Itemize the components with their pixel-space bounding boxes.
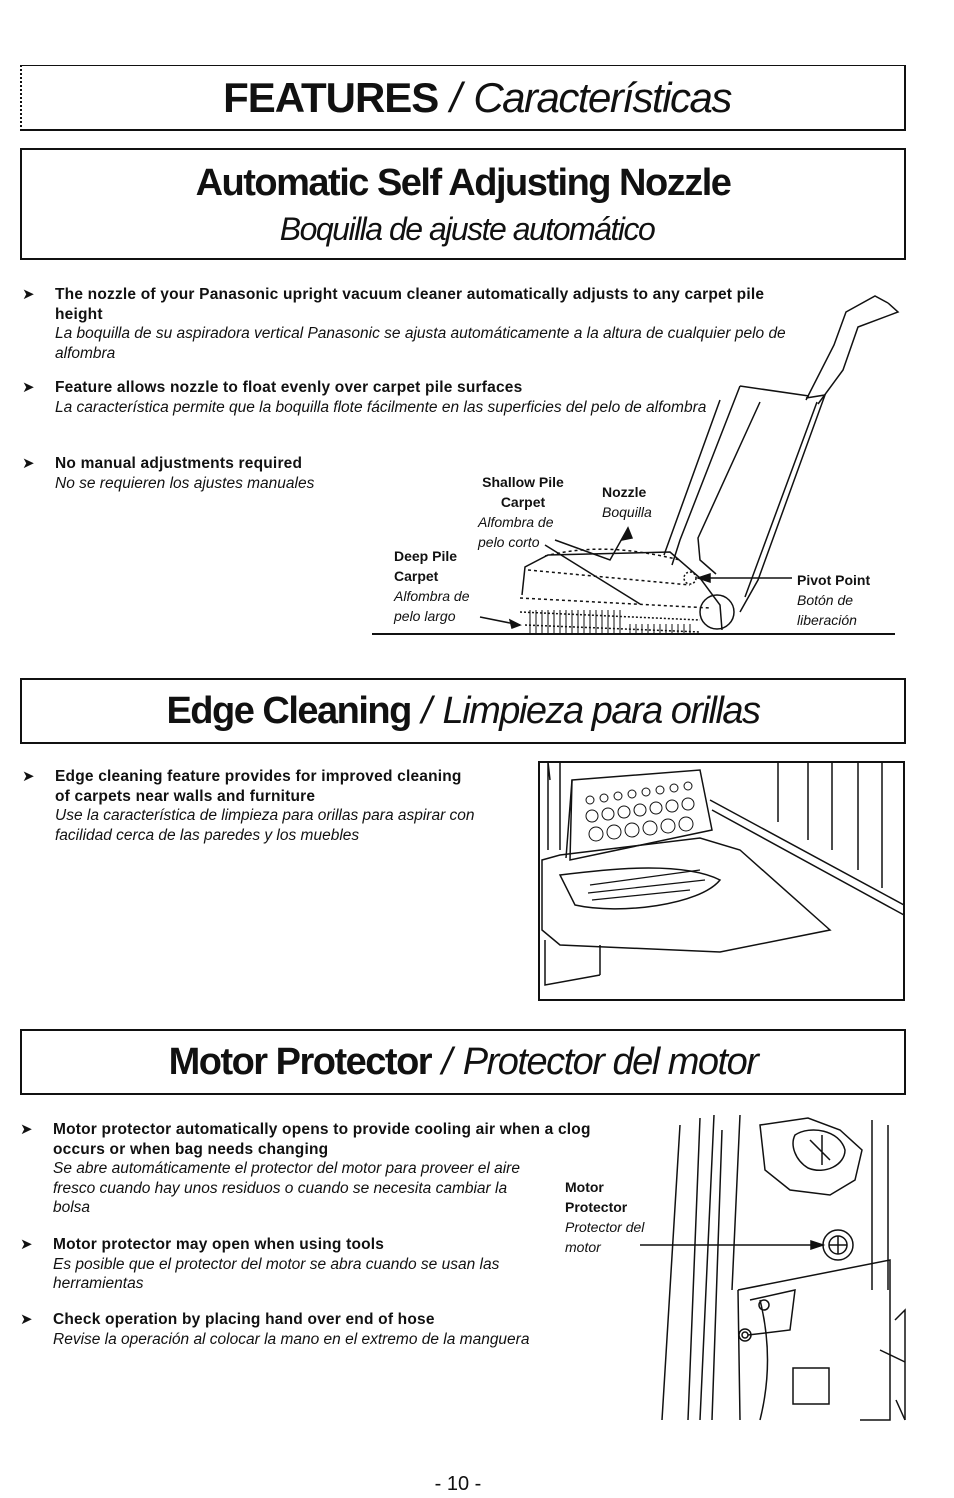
label-shallow-es: Alfombra de pelo corto xyxy=(478,514,554,550)
label-shallow-en: Shallow Pile Carpet xyxy=(482,474,564,510)
section2-title: Edge Cleaning / Limpieza para orillas xyxy=(0,686,926,736)
label-deep-en: Deep Pile Carpet xyxy=(394,548,458,584)
bullet-text-en: Feature allows nozzle to float evenly ov… xyxy=(55,379,523,396)
label-pivot-es: Botón de liberación xyxy=(797,592,857,628)
carpet-pile xyxy=(520,612,700,632)
bullet-text-en: No manual adjustments required xyxy=(55,455,303,472)
bullet-text-es: La boquilla de su aspiradora vertical Pa… xyxy=(55,325,786,362)
label-nozzle-es: Boquilla xyxy=(602,504,652,520)
bullet-arrow-icon: ➤ xyxy=(22,455,35,472)
title-separator: / xyxy=(421,690,432,732)
label-shallow-pile: Shallow Pile Carpet Alfombra de pelo cor… xyxy=(478,472,588,552)
bullet-text-en: Motor protector automatically opens to p… xyxy=(53,1121,591,1158)
label-motor-protector: Motor Protector Protector del motor xyxy=(565,1177,655,1257)
label-motor-es: Protector del motor xyxy=(565,1219,645,1255)
label-pivot-point: Pivot Point Botón de liberación xyxy=(797,570,907,630)
section2-bullet-1: ➤ Edge cleaning feature provides for imp… xyxy=(22,767,495,845)
bullet-arrow-icon: ➤ xyxy=(20,1311,33,1328)
section1-title-es: Boquilla de ajuste automático xyxy=(279,211,656,247)
section1-bullet-3: ➤ No manual adjustments required No se r… xyxy=(22,454,395,493)
bullet-arrow-icon: ➤ xyxy=(22,379,35,396)
label-nozzle-en: Nozzle xyxy=(602,484,647,500)
title-separator: / xyxy=(441,1041,453,1083)
label-pivot-en: Pivot Point xyxy=(797,572,871,588)
label-nozzle: Nozzle Boquilla xyxy=(602,482,652,522)
section1-title-en: Automatic Self Adjusting Nozzle xyxy=(195,162,732,204)
section3-title: Motor Protector / Protector del motor xyxy=(0,1037,926,1087)
bullet-text-en: Edge cleaning feature provides for impro… xyxy=(55,768,462,805)
bullet-text-en: Check operation by placing hand over end… xyxy=(53,1311,435,1328)
section3-bullet-3: ➤ Check operation by placing hand over e… xyxy=(20,1310,573,1349)
bullet-text-en: Motor protector may open when using tool… xyxy=(53,1236,385,1253)
page-title-es: Características xyxy=(473,74,732,121)
bullet-text-es: Se abre automáticamente el protector del… xyxy=(53,1160,520,1216)
page-title-en: FEATURES xyxy=(223,74,439,121)
page-title: FEATURES / Características xyxy=(0,70,954,126)
bullet-arrow-icon: ➤ xyxy=(22,768,35,785)
bullet-arrow-icon: ➤ xyxy=(22,286,35,303)
bullet-arrow-icon: ➤ xyxy=(20,1236,33,1253)
vacuum-body xyxy=(570,770,712,860)
section2-title-es: Limpieza para orillas xyxy=(442,690,762,732)
wheel xyxy=(700,595,734,629)
section3-bullet-1: ➤ Motor protector automatically opens to… xyxy=(20,1120,613,1218)
bullet-text-es: Es posible que el protector del motor se… xyxy=(53,1255,500,1293)
features-header xyxy=(20,65,906,131)
label-deep-es: Alfombra de pelo largo xyxy=(394,588,470,624)
bullet-text-es: La característica permite que la boquill… xyxy=(55,398,707,416)
section3-title-en: Motor Protector xyxy=(168,1041,433,1083)
bullet-text-es: Revise la operación al colocar la mano e… xyxy=(53,1330,530,1348)
section1-bullet-1: ➤ The nozzle of your Panasonic upright v… xyxy=(22,285,815,363)
title-separator: / xyxy=(449,74,462,121)
nozzle-head xyxy=(522,552,722,630)
section3-title-es: Protector del motor xyxy=(462,1041,759,1083)
bullet-arrow-icon: ➤ xyxy=(20,1121,33,1138)
section3-bullet-2: ➤ Motor protector may open when using to… xyxy=(20,1235,553,1294)
label-motor-en: Motor Protector xyxy=(565,1179,628,1215)
section3-heading-box xyxy=(20,1029,906,1095)
bullet-text-es: No se requieren los ajustes manuales xyxy=(55,474,315,492)
nozzle-head xyxy=(542,838,830,952)
label-deep-pile: Deep Pile Carpet Alfombra de pelo largo xyxy=(394,546,494,626)
section1-bullet-2: ➤ Feature allows nozzle to float evenly … xyxy=(22,378,715,417)
bullet-text-es: Use la característica de limpieza para o… xyxy=(55,807,475,844)
bullet-text-en: The nozzle of your Panasonic upright vac… xyxy=(55,286,765,323)
section2-heading-box xyxy=(20,678,906,744)
page-number: - 10 - xyxy=(434,1473,482,1495)
section1-heading-box xyxy=(20,148,906,260)
section2-title-en: Edge Cleaning xyxy=(166,690,412,732)
motor-protector-knob xyxy=(823,1230,853,1260)
vacuum-handle xyxy=(806,296,898,404)
